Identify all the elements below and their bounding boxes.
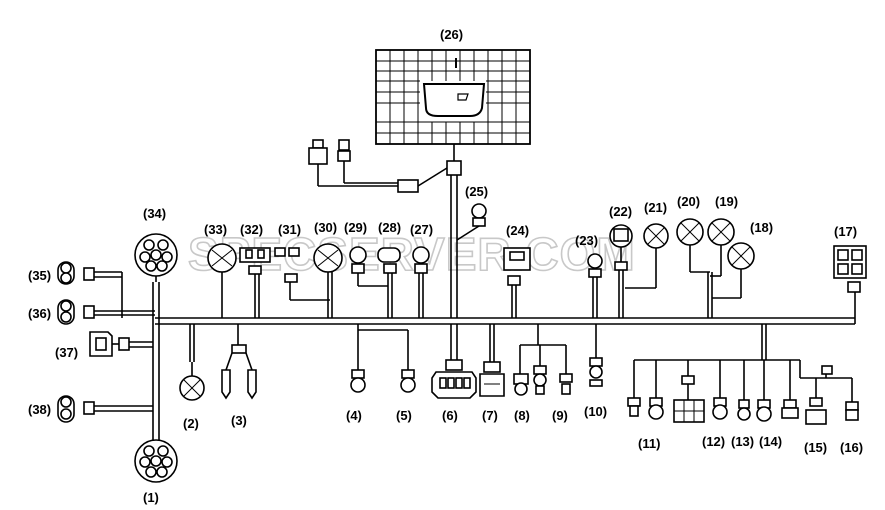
label-7: (7) (482, 408, 498, 423)
connector-36 (57, 299, 155, 325)
label-2: (2) (183, 416, 199, 431)
label-25: (25) (465, 184, 488, 199)
connector-25 (456, 203, 487, 241)
label-13: (13) (731, 434, 754, 449)
connector-11 (627, 397, 664, 420)
connector-22 (609, 224, 633, 318)
label-38: (38) (28, 402, 51, 417)
connector-32 (239, 247, 271, 318)
label-21: (21) (644, 200, 667, 215)
connector-19 (707, 218, 735, 318)
label-32: (32) (240, 222, 263, 237)
connector-34 (134, 233, 178, 282)
label-17: (17) (834, 224, 857, 239)
connector-7 (479, 324, 505, 397)
connector-3 (221, 324, 257, 400)
label-36: (36) (28, 306, 51, 321)
label-5: (5) (396, 408, 412, 423)
label-11: (11) (638, 436, 660, 451)
label-3: (3) (231, 413, 247, 428)
label-24: (24) (506, 223, 529, 238)
connector-1 (134, 439, 178, 483)
label-33: (33) (204, 222, 227, 237)
connector-33 (207, 243, 237, 318)
label-26: (26) (440, 27, 463, 42)
connector-9 (559, 345, 573, 395)
label-16: (16) (840, 440, 863, 455)
aux-switch-connectors (308, 139, 448, 193)
bottom-right-branch (633, 324, 853, 402)
label-23: (23) (575, 233, 598, 248)
cluster-feed-wire (446, 144, 462, 318)
connector-37 (89, 331, 153, 357)
connector-31 (274, 247, 330, 301)
label-28: (28) (378, 220, 401, 235)
label-29: (29) (344, 220, 367, 235)
connector-12 (712, 397, 728, 420)
label-15: (15) (804, 440, 827, 455)
connector-10 (589, 324, 603, 387)
label-35: (35) (28, 268, 51, 283)
connector-21 (625, 223, 669, 289)
connector-13 (737, 399, 751, 421)
label-19: (19) (715, 194, 738, 209)
label-30: (30) (314, 220, 337, 235)
label-12: (12) (702, 434, 725, 449)
main-harness-trunk (152, 282, 856, 440)
connector-14 (756, 399, 799, 422)
connector-16 (845, 401, 859, 421)
label-34: (34) (143, 206, 166, 221)
connector-18 (712, 242, 755, 299)
label-10: (10) (584, 404, 607, 419)
label-8: (8) (514, 408, 530, 423)
connector-38 (57, 395, 153, 423)
connector-35 (57, 261, 123, 318)
connector-24 (503, 247, 531, 318)
connector-30 (313, 243, 343, 318)
instrument-cluster-26 (375, 49, 531, 145)
label-1: (1) (143, 490, 159, 505)
connector-6 (431, 324, 477, 399)
label-27: (27) (410, 222, 433, 237)
connector-20 (676, 218, 710, 273)
label-9: (9) (552, 408, 568, 423)
connector-23 (587, 253, 603, 318)
label-6: (6) (442, 408, 458, 423)
connector-2 (179, 324, 205, 401)
connector-11-block (673, 375, 705, 423)
connector-15 (805, 365, 833, 425)
label-37: (37) (55, 345, 78, 360)
label-14: (14) (759, 434, 782, 449)
label-18: (18) (750, 220, 773, 235)
label-4: (4) (346, 408, 362, 423)
label-31: (31) (278, 222, 301, 237)
connector-27 (412, 246, 430, 318)
connector-4 (350, 324, 408, 393)
connector-5 (400, 330, 416, 393)
callout-labels: (1) (2) (3) (4) (5) (6) (7) (8) (9) (10)… (28, 27, 863, 505)
connector-29 (349, 246, 388, 287)
connector-17 (833, 245, 867, 293)
connector-8 (513, 324, 566, 396)
connector-28 (377, 247, 401, 318)
label-22: (22) (609, 204, 632, 219)
label-20: (20) (677, 194, 700, 209)
